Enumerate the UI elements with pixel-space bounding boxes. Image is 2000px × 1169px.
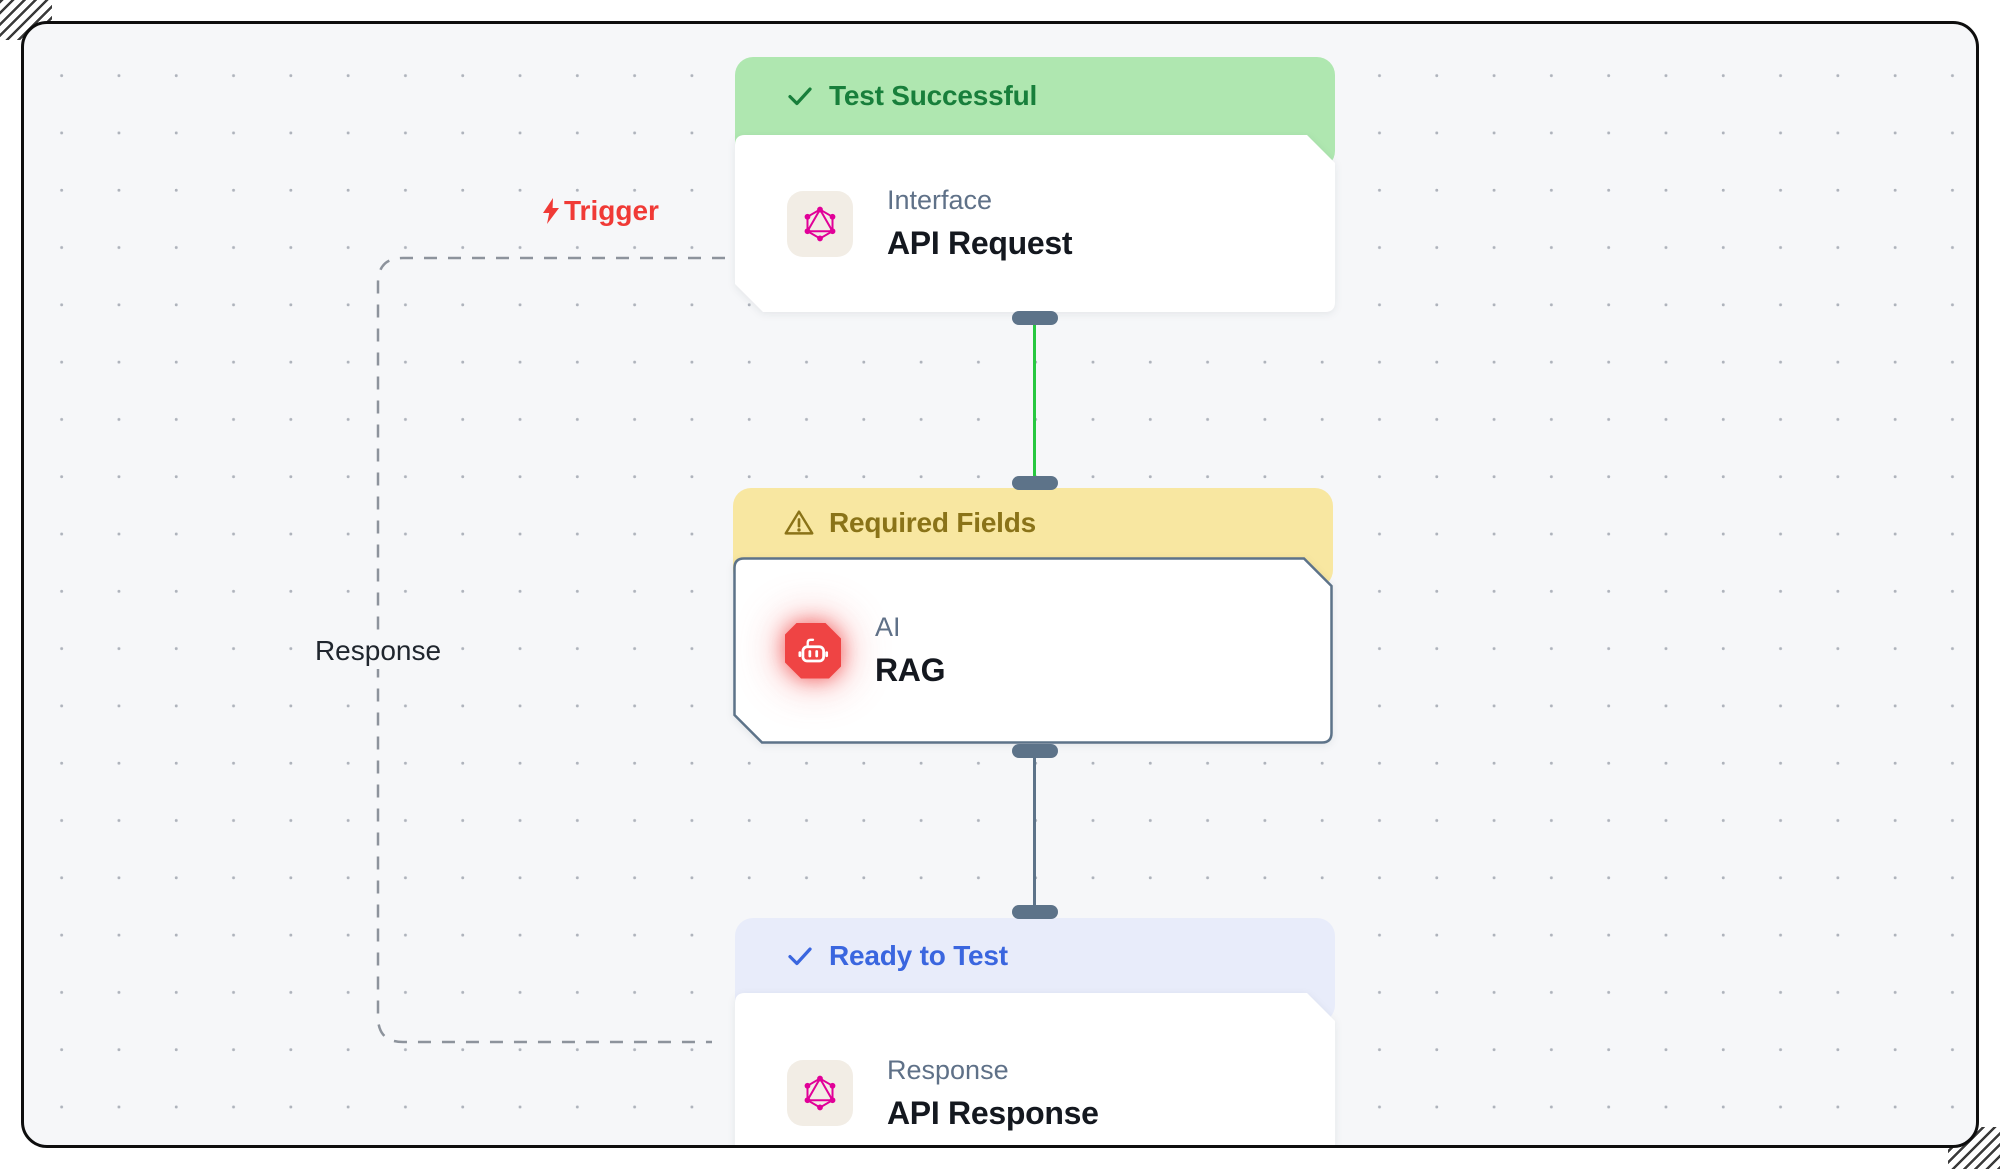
node-status-label: Ready to Test	[829, 939, 1008, 971]
response-edge-label: Response	[304, 633, 452, 669]
lightning-bolt-icon	[543, 198, 559, 224]
robot-icon	[785, 623, 841, 679]
warning-triangle-icon	[784, 510, 814, 535]
connector-success-edge[interactable]	[1033, 320, 1036, 480]
check-icon	[788, 87, 812, 106]
trigger-label: Trigger	[540, 195, 659, 227]
handle-api-request-output[interactable]	[1012, 311, 1058, 325]
handle-rag-output[interactable]	[1012, 744, 1058, 758]
node-category: Response	[887, 1054, 1009, 1085]
handle-api-response-input[interactable]	[1012, 905, 1058, 919]
workflow-canvas[interactable]: Response Trigger Test Successful	[21, 21, 1979, 1148]
node-title: API Request	[887, 225, 1073, 261]
node-card-shape	[733, 557, 1333, 744]
node-title: API Response	[887, 1094, 1099, 1131]
check-icon	[788, 947, 812, 965]
connector-idle-edge[interactable]	[1033, 752, 1036, 909]
node-category: AI	[875, 612, 901, 642]
workflow-world: Response Trigger Test Successful	[24, 24, 1976, 1145]
node-title: RAG	[875, 652, 946, 688]
node-status-label: Test Successful	[829, 80, 1038, 111]
node-card-shape	[735, 135, 1335, 312]
trigger-label-text: Trigger	[564, 195, 659, 226]
graphql-icon	[787, 190, 853, 257]
node-card-shape	[735, 993, 1335, 1145]
node-category: Interface	[887, 185, 993, 215]
node-status-label: Required Fields	[829, 506, 1037, 538]
handle-rag-input[interactable]	[1012, 476, 1058, 490]
graphql-icon	[787, 1060, 853, 1126]
